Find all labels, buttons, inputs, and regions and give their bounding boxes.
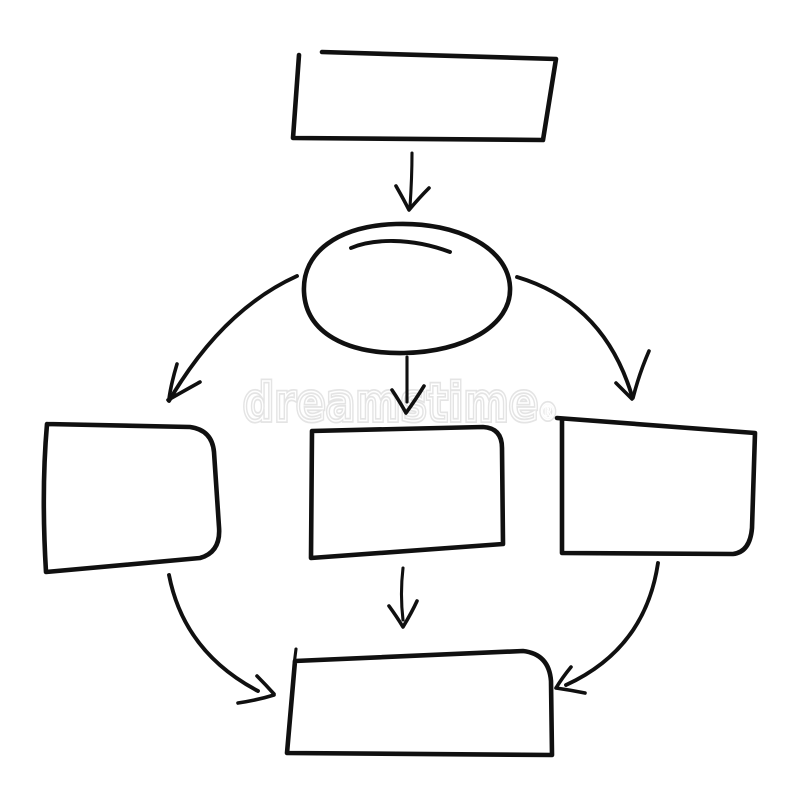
arrow-right-box-to-bottom-box <box>554 561 660 695</box>
central-ellipse <box>301 221 513 356</box>
arrow-middle-box-to-bottom-box <box>387 566 419 629</box>
top-box <box>290 49 559 143</box>
arrow-head-icon <box>390 384 426 415</box>
arrow-ellipse-to-middle-box <box>390 355 426 415</box>
arrow-head-icon <box>236 674 276 705</box>
arrow-head-icon <box>387 599 419 629</box>
bottom-box-outline <box>284 648 555 758</box>
arrow-shaft <box>515 275 634 398</box>
arrow-top-to-ellipse <box>394 151 431 212</box>
left-box <box>41 421 222 575</box>
bottom-box-overshoot-stroke <box>292 647 298 667</box>
arrow-ellipse-to-left-box <box>166 274 299 403</box>
arrow-shaft <box>167 274 299 403</box>
middle-box <box>308 424 506 561</box>
arrow-head-icon <box>554 665 587 695</box>
arrow-head-icon <box>166 362 202 402</box>
arrow-shaft <box>408 151 414 209</box>
ellipse-overlap-stroke <box>349 239 452 254</box>
arrow-shaft <box>399 566 405 622</box>
arrow-ellipse-to-right-box <box>515 275 651 401</box>
arrow-shaft <box>564 561 660 687</box>
arrow-head-icon <box>614 349 651 401</box>
arrow-head-icon <box>394 184 431 212</box>
arrow-shaft <box>167 573 260 693</box>
arrow-left-box-to-bottom-box <box>167 573 276 705</box>
ellipse-outline <box>301 221 513 356</box>
right-box <box>554 415 758 557</box>
bottom-box <box>284 647 555 758</box>
